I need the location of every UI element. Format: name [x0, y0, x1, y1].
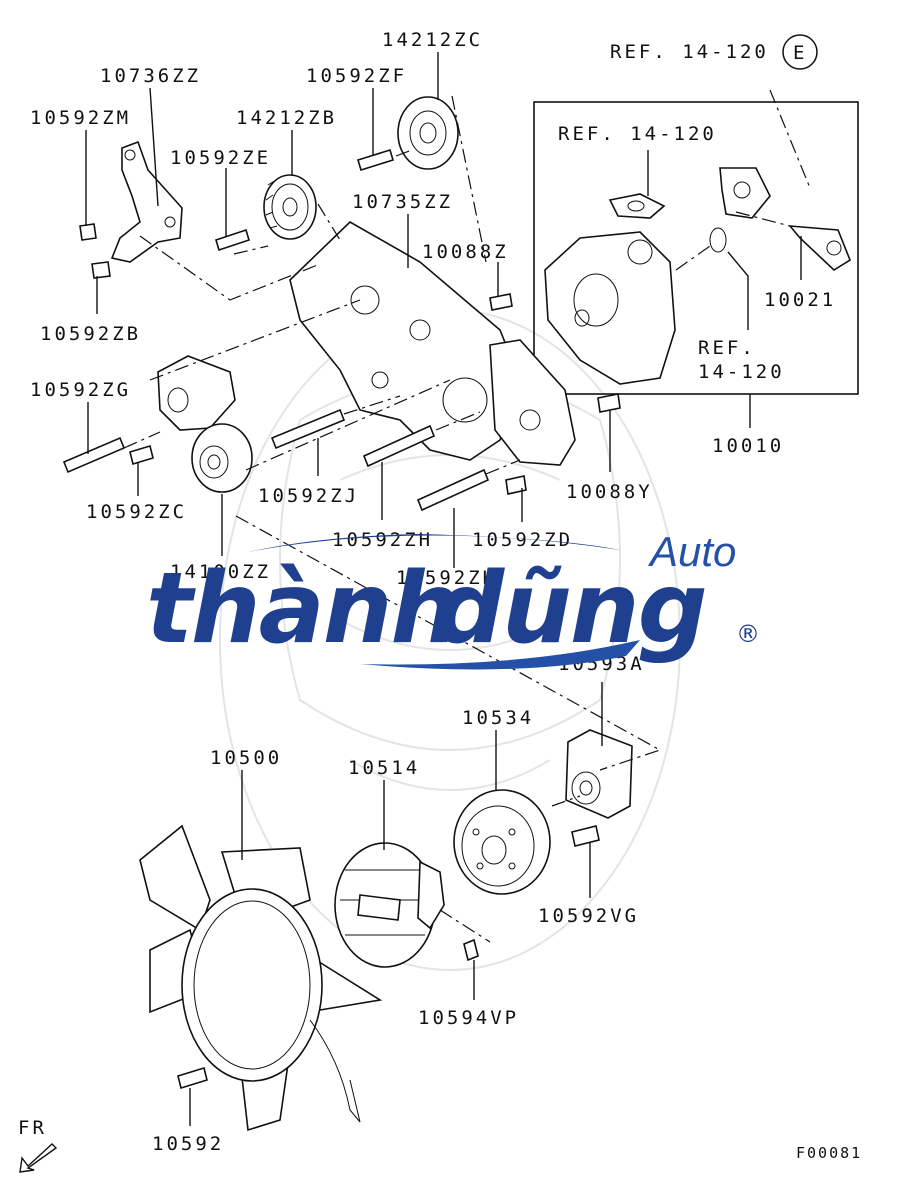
leader-lines	[85, 52, 802, 1126]
bolt-10592zh[interactable]	[362, 424, 436, 468]
bolt-10088z[interactable]	[489, 293, 513, 311]
bolt-10592ze[interactable]	[215, 228, 250, 252]
ref-label-side-line1: REF.	[698, 337, 756, 359]
water-pump-10010[interactable]	[544, 231, 676, 385]
alignment-lines	[123, 89, 811, 943]
brand-watermark: thành dũng Auto ®	[146, 528, 760, 670]
label-14212zc: 14212ZC	[382, 29, 483, 51]
ref-label-side-line2: 14-120	[698, 361, 785, 383]
label-10534: 10534	[462, 707, 534, 729]
label-14100zz: 14100ZZ	[170, 561, 271, 583]
front-direction-arrow: FR	[18, 1117, 58, 1173]
bracket-10736zz[interactable]	[110, 140, 183, 263]
ref-label-inner: REF. 14-120	[558, 123, 717, 145]
label-10592ze: 10592ZE	[170, 147, 271, 169]
water-pump-group-box	[533, 101, 859, 395]
brand-text-thanh: thành	[146, 552, 458, 666]
label-10592zd: 10592ZD	[472, 529, 573, 551]
fr-label: FR	[18, 1117, 47, 1139]
bolt-10592zc[interactable]	[129, 444, 154, 466]
bolt-10592zk[interactable]	[416, 468, 490, 512]
pulley-10534[interactable]	[453, 789, 551, 895]
bolt-10592zj[interactable]	[270, 408, 346, 450]
ref-label-top: REF. 14-120	[610, 41, 769, 63]
reference-marker-e: E	[782, 34, 818, 70]
bolt-10592zm[interactable]	[79, 223, 97, 241]
label-10592vg: 10592VG	[538, 905, 639, 927]
label-10592zb: 10592ZB	[40, 323, 141, 345]
tensioner-pulley-14100zz[interactable]	[191, 423, 253, 493]
bolt-10592zg[interactable]	[62, 436, 126, 474]
o-ring-ref	[709, 227, 727, 253]
swoosh-top	[248, 534, 620, 552]
label-10592: 10592	[152, 1133, 224, 1155]
registered-mark: ®	[736, 620, 760, 648]
bolt-10592vg[interactable]	[571, 825, 600, 847]
svg-text:E: E	[793, 42, 807, 64]
gasket-ref	[608, 193, 666, 219]
mounting-bracket-10735zz[interactable]	[289, 221, 521, 461]
label-10592zm: 10592ZM	[30, 107, 131, 129]
label-10088z: 10088Z	[422, 241, 509, 263]
swoosh-bottom	[360, 640, 640, 670]
brand-text-auto: Auto	[647, 528, 736, 575]
label-10736zz: 10736ZZ	[100, 65, 201, 87]
fan-clutch-10514[interactable]	[334, 842, 445, 968]
label-10592zh: 10592ZH	[332, 529, 433, 551]
diagram-code: F00081	[796, 1144, 862, 1162]
arrow-icon	[19, 1143, 58, 1173]
label-10735zz: 10735ZZ	[352, 191, 453, 213]
label-10088y: 10088Y	[566, 481, 653, 503]
label-10010: 10010	[712, 435, 784, 457]
bolt-10592[interactable]	[177, 1066, 208, 1090]
idler-pulley-14212zc[interactable]	[397, 96, 459, 170]
label-10021: 10021	[764, 289, 836, 311]
label-10592zg: 10592ZG	[30, 379, 131, 401]
fan-10500[interactable]	[139, 824, 383, 1132]
bolt-10592zb[interactable]	[91, 261, 111, 279]
label-10592zk: 10592ZK	[396, 567, 497, 589]
label-10594vp: 10594VP	[418, 1007, 519, 1029]
idler-pulley-14212zb[interactable]	[263, 174, 317, 240]
brand-text-dung: dũng	[434, 552, 706, 666]
part-labels: 14212ZC 10736ZZ 10592ZF 10592ZM 14212ZB …	[30, 29, 836, 1155]
label-10592zf: 10592ZF	[306, 65, 407, 87]
gasket-10021[interactable]	[788, 225, 851, 272]
bolt-10088y[interactable]	[597, 393, 621, 413]
tensioner-arm[interactable]	[157, 355, 236, 431]
bolt-10592zf[interactable]	[357, 148, 394, 172]
housing-part[interactable]	[489, 339, 576, 466]
nut-10594vp[interactable]	[463, 938, 479, 962]
label-10592zj: 10592ZJ	[258, 485, 359, 507]
pump-cover-part	[719, 167, 771, 219]
label-10514: 10514	[348, 757, 420, 779]
bolt-10592zd[interactable]	[505, 475, 527, 495]
label-14212zb: 14212ZB	[236, 107, 337, 129]
hub-10593a[interactable]	[565, 729, 633, 819]
label-10592zc: 10592ZC	[86, 501, 187, 523]
label-10500: 10500	[210, 747, 282, 769]
